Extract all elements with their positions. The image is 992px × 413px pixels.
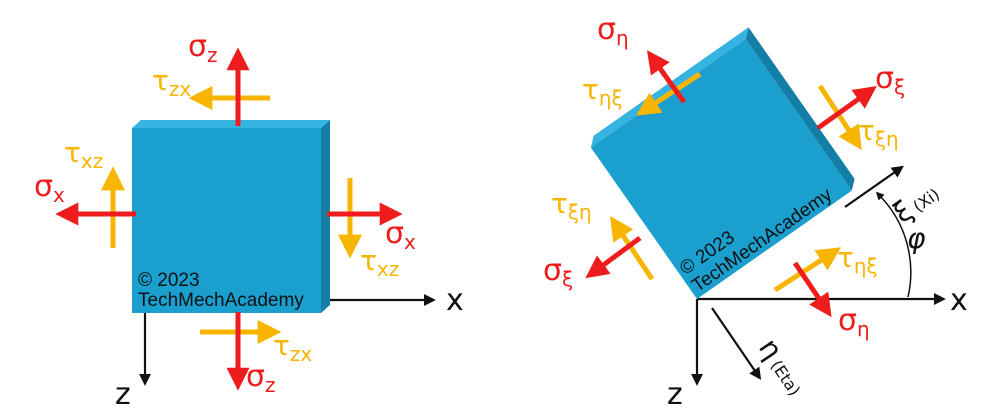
right-axis-eta-arrow (711, 307, 762, 380)
left-sigma-z-bottom-label: σz (246, 359, 276, 397)
right-sigma-eta-bottom-label: ση (838, 303, 870, 341)
left-watermark-copyright: © 2023 (138, 270, 200, 291)
right-axis-xi-arrow (844, 165, 904, 208)
left-axis-x-label: x (446, 283, 464, 318)
right-axis-z-label: z (667, 377, 683, 412)
right-cube-top-face (590, 27, 749, 148)
right-axis-x-label: x (950, 283, 968, 318)
left-tau-xz-left-label: τxz (64, 136, 103, 173)
left-watermark-name: TechMechAcademy (138, 290, 304, 311)
right-sigma-xi-right-label: σξ (875, 61, 905, 99)
left-cube-side-face (321, 120, 330, 313)
right-element: ση τηξ σξ τξη τξη σξ τηξ ση ξ(Xi) η(Eta)… (543, 12, 968, 412)
right-sigma-xi-right-arrow (816, 85, 877, 131)
right-angle-arc (875, 191, 912, 298)
right-sigma-eta-top-arrow (646, 50, 687, 104)
left-axis-z-label: z (115, 377, 131, 412)
left-sigma-z-top-label: σz (188, 29, 218, 67)
right-tau-xieta-left-label: τξη (551, 187, 592, 224)
right-cube-side-face (745, 27, 855, 191)
left-tau-zx-bottom-label: τzx (273, 329, 312, 366)
left-sigma-x-right-label: σx (385, 216, 416, 254)
left-sigma-x-left-label: σx (34, 169, 65, 207)
right-axis-eta-label: η(Eta) (752, 332, 813, 401)
left-tau-zx-top-label: τzx (152, 64, 191, 101)
right-sigma-xi-left-label: σξ (543, 253, 573, 291)
right-tau-xieta-right-arrow (817, 84, 862, 151)
right-sigma-xi-left-arrow (585, 235, 642, 279)
right-tau-xieta-left-arrow (610, 216, 655, 281)
right-tau-etaxi-top-label: τηξ (582, 73, 623, 110)
right-angle-label: φ (907, 222, 926, 255)
left-tau-xz-right-label: τxz (360, 244, 399, 281)
right-sigma-eta-bottom-arrow (792, 261, 832, 318)
left-cube-top-face (132, 120, 330, 128)
right-tau-etaxi-bottom-label: τηξ (837, 241, 878, 278)
right-tau-xieta-right-label: τξη (858, 114, 899, 151)
right-tau-etaxi-bottom-arrow (773, 247, 842, 293)
right-sigma-eta-top-label: ση (597, 12, 629, 50)
left-cube-front-face (132, 128, 321, 313)
left-element: σz τzx τxz σx σx τxz τzx σz x z © 2023 T… (34, 29, 464, 412)
